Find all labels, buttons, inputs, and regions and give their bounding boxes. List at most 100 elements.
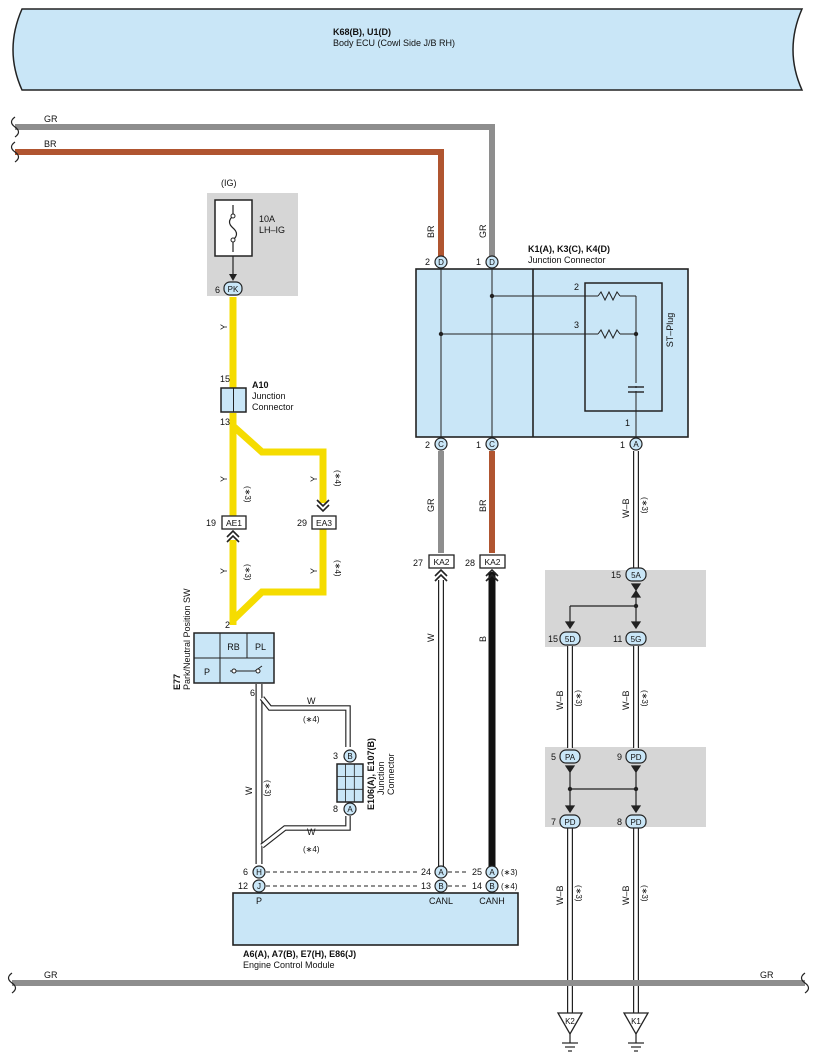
- st-plug-label: ST–Plug: [665, 313, 675, 348]
- wire-w-label-2: W: [244, 786, 254, 795]
- svg-text:PD: PD: [564, 818, 575, 827]
- e77-pin-top: 2: [225, 620, 230, 630]
- svg-text:(∗3): (∗3): [640, 885, 649, 902]
- switch-contact-icon: [230, 665, 263, 674]
- wire-wb: [567, 451, 639, 1015]
- svg-text:2: 2: [425, 257, 430, 267]
- ea3-chevron-icon: [316, 499, 330, 513]
- svg-text:11: 11: [613, 634, 622, 644]
- svg-text:2: 2: [425, 440, 430, 450]
- jb1-terminal-5d: [559, 631, 581, 646]
- svg-text:5: 5: [551, 752, 556, 762]
- svg-text:24: 24: [421, 867, 431, 877]
- svg-text:B: B: [347, 752, 352, 761]
- resistor-icon-2: [597, 328, 621, 340]
- ae1-pin: 19: [206, 518, 216, 528]
- a10-name-2: Connector: [252, 402, 294, 412]
- jc-e-name-2: Connector: [386, 753, 396, 795]
- a10-pin-bottom: 13: [220, 417, 230, 427]
- jc-e-name-1: Junction: [376, 761, 386, 795]
- svg-text:14: 14: [472, 881, 482, 891]
- fuse-icon: [228, 205, 238, 252]
- wire-gr-vertical-label: GR: [478, 224, 488, 238]
- jc-k-name: Junction Connector: [528, 255, 606, 265]
- svg-text:5G: 5G: [631, 635, 642, 644]
- jb2-terminal-pd-8: [625, 814, 647, 829]
- ea3-pin: 29: [297, 518, 307, 528]
- jc-e-connector: [336, 763, 364, 803]
- jc-k-pin-a1: [629, 437, 643, 451]
- note-3-a: (∗3): [243, 486, 252, 503]
- e77-rb: RB: [227, 642, 240, 652]
- svg-text:W–B: W–B: [621, 690, 631, 710]
- svg-text:8: 8: [617, 817, 622, 827]
- a10-code: A10: [252, 380, 269, 390]
- svg-text:(∗3): (∗3): [574, 885, 583, 902]
- fuse-pin-number: 6: [215, 285, 220, 295]
- svg-text:1: 1: [625, 418, 630, 428]
- wire-y: [229, 297, 327, 625]
- svg-text:GR: GR: [426, 498, 436, 512]
- jc-e-pin-a: [343, 802, 357, 816]
- svg-text:CANL: CANL: [429, 896, 453, 906]
- fuse-ig-label: (IG): [221, 178, 237, 188]
- e77-code: E77: [172, 674, 182, 690]
- svg-text:3: 3: [574, 320, 579, 330]
- jc-k-code: K1(A), K3(C), K4(D): [528, 244, 610, 254]
- ground-k1-label: K1: [631, 1017, 641, 1026]
- svg-text:PD: PD: [630, 818, 641, 827]
- jb1-terminal-5a: [625, 567, 647, 582]
- e77-pl: PL: [255, 642, 266, 652]
- ae1-connector: [221, 515, 247, 530]
- svg-text:(∗3): (∗3): [640, 690, 649, 707]
- svg-text:(∗4): (∗4): [501, 882, 518, 891]
- jc-e-pin-b-number: 3: [333, 751, 338, 761]
- e77-p: P: [204, 667, 210, 677]
- jc-k-pin-d1: [485, 255, 499, 269]
- svg-text:5D: 5D: [565, 635, 575, 644]
- jb2-terminal-pd-7: [559, 814, 581, 829]
- ea3-label: EA3: [316, 518, 332, 528]
- fuse-terminal: [223, 281, 243, 296]
- svg-text:1: 1: [476, 440, 481, 450]
- svg-text:C: C: [438, 440, 444, 449]
- svg-text:7: 7: [551, 817, 556, 827]
- ka2-connector-1: [428, 554, 455, 569]
- note-3-b: (∗3): [243, 564, 252, 581]
- svg-text:13: 13: [421, 881, 431, 891]
- wire-br-top-label: BR: [44, 139, 57, 149]
- svg-text:9: 9: [617, 752, 622, 762]
- svg-text:BR: BR: [478, 499, 488, 512]
- svg-text:(∗3): (∗3): [501, 868, 518, 877]
- fuse-rating: 10A: [259, 214, 275, 224]
- wire-br-vertical-label: BR: [426, 225, 436, 238]
- jb2-terminal-pd: [625, 749, 647, 764]
- wire-gr-top: [10, 116, 495, 257]
- svg-text:GR: GR: [44, 970, 58, 980]
- wire-y-label-1: Y: [219, 324, 229, 330]
- svg-text:15: 15: [611, 570, 621, 580]
- wire-gr-bottom: [7, 972, 810, 994]
- ecm-name: Engine Control Module: [243, 960, 335, 970]
- ecm-box: [232, 892, 519, 946]
- ground-k2-icon: [556, 1012, 584, 1052]
- svg-text:25: 25: [472, 867, 482, 877]
- svg-text:KA2: KA2: [433, 557, 449, 567]
- svg-text:A: A: [633, 440, 639, 449]
- fuse-arrow-icon: [229, 274, 237, 281]
- svg-text:B: B: [438, 882, 443, 891]
- ka2-chevron-icon-1: [434, 568, 448, 582]
- svg-text:5A: 5A: [631, 571, 641, 580]
- svg-text:A: A: [438, 868, 444, 877]
- ae1-chevron-icon: [226, 529, 240, 543]
- svg-text:B: B: [489, 882, 494, 891]
- a10-name-1: Junction: [252, 391, 286, 401]
- jc-k-pin-d2: [434, 255, 448, 269]
- wire-y-label-5: Y: [309, 568, 319, 574]
- svg-text:(∗3): (∗3): [574, 690, 583, 707]
- note-4-b: (∗4): [333, 560, 342, 577]
- fuse-terminal-label: PK: [228, 285, 239, 294]
- svg-text:12: 12: [238, 881, 248, 891]
- svg-text:W–B: W–B: [621, 498, 631, 518]
